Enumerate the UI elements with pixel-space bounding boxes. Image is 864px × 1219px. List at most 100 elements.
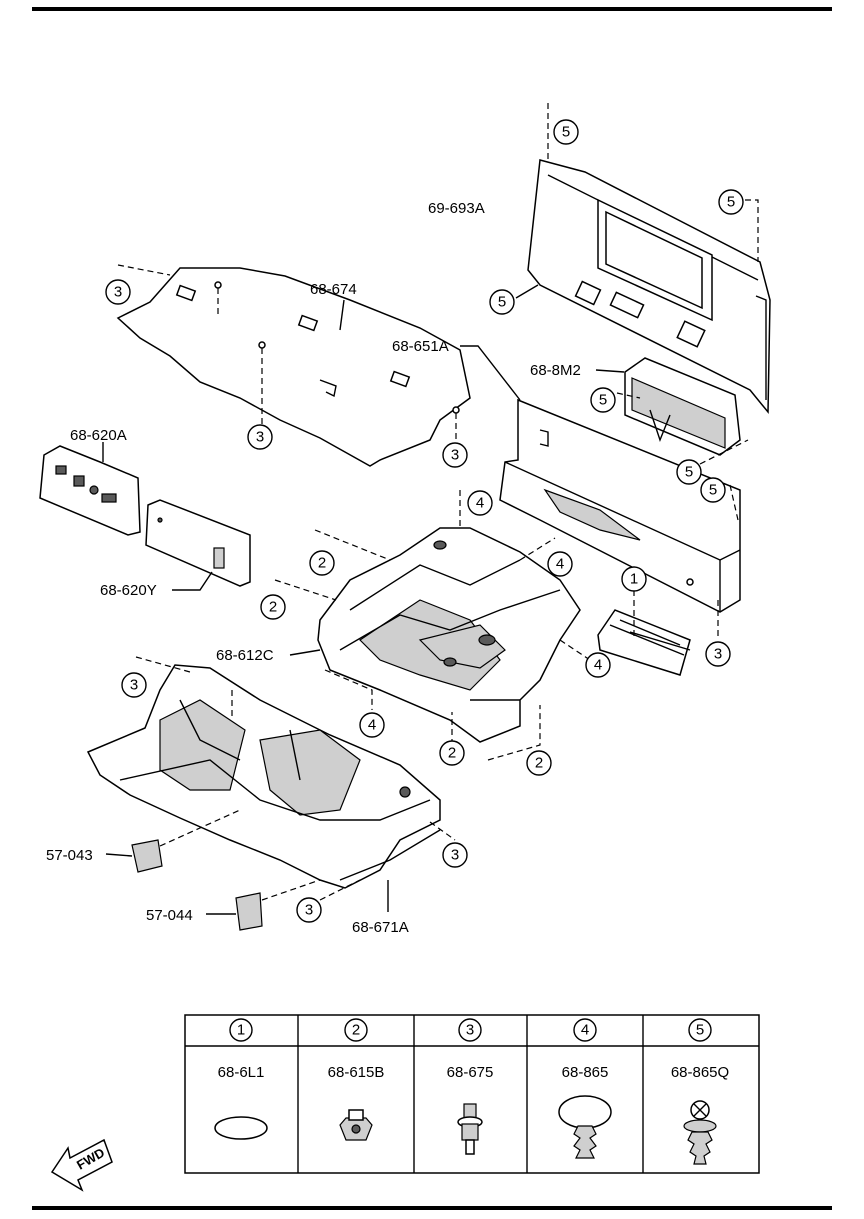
side-trim-panel-y	[145, 499, 251, 587]
legend-number-1: 1	[237, 1022, 245, 1039]
callout-5-box-a: 5	[676, 459, 702, 485]
legend-number-5: 5	[696, 1022, 704, 1039]
screw-clip-icon	[683, 1100, 717, 1165]
label-68-674: 68-674	[310, 281, 357, 298]
plug-icon	[214, 1116, 268, 1140]
bottom-border-rule	[32, 1206, 832, 1210]
callout-5-left: 5	[489, 289, 515, 315]
callout-3-carpet-d: 3	[296, 897, 322, 923]
callout-2-b: 2	[260, 594, 286, 620]
svg-text:2: 2	[448, 745, 456, 762]
leader-68-620Y	[172, 571, 213, 591]
label-68-620A: 68-620A	[70, 427, 127, 444]
leader-3-carpet-d	[319, 879, 361, 901]
callout-2-d: 2	[526, 750, 552, 776]
svg-text:4: 4	[476, 495, 484, 512]
callout-2-a: 2	[309, 550, 335, 576]
leader-4-d	[324, 669, 373, 710]
top-border-rule	[32, 7, 832, 11]
svg-text:3: 3	[256, 429, 264, 446]
legend-col-3: 3 68-675	[447, 1018, 494, 1155]
callout-3-carpet-c: 3	[442, 842, 468, 868]
callout-2-c: 2	[439, 740, 465, 766]
callout-5-top: 5	[553, 119, 579, 145]
storage-tray	[624, 357, 741, 456]
legend-col-5: 5 68-865Q	[671, 1018, 729, 1165]
leader-5-tray-a	[616, 392, 641, 399]
tree-fastener-icon	[558, 1095, 612, 1159]
svg-text:3: 3	[305, 902, 313, 919]
leader-2-a	[314, 529, 391, 561]
callout-5-box-b: 5	[700, 477, 726, 503]
svg-text:3: 3	[114, 284, 122, 301]
svg-text:4: 4	[368, 717, 376, 734]
svg-text:4: 4	[594, 657, 602, 674]
label-68-671A: 68-671A	[352, 919, 409, 936]
rear-floor-box	[499, 398, 741, 613]
callout-3-mat-a: 3	[105, 279, 131, 305]
forward-direction-arrow: FWD	[50, 1138, 113, 1192]
legend-part-2: 68-615B	[328, 1064, 385, 1081]
svg-text:1: 1	[630, 571, 638, 588]
leader-2-d	[487, 705, 541, 761]
svg-text:3: 3	[451, 447, 459, 464]
callout-1: 1	[621, 566, 647, 592]
leader-5-left	[515, 284, 539, 299]
legend-number-3: 3	[466, 1022, 474, 1039]
cargo-mat	[116, 267, 471, 467]
leader-3-carpet-c	[429, 821, 456, 841]
pad-57-044	[235, 892, 263, 931]
label-57-043: 57-043	[46, 847, 93, 864]
leader-5-right	[745, 199, 759, 262]
leader-57-044-dash	[261, 879, 321, 901]
leader-3-mat-a	[117, 264, 171, 276]
svg-text:3: 3	[130, 677, 138, 694]
hole-a1	[55, 465, 67, 475]
rear-trim-panel	[527, 159, 771, 415]
callout-5-right: 5	[718, 189, 744, 215]
legend-number-4: 4	[581, 1022, 589, 1039]
hole-a2	[73, 475, 85, 487]
callout-4-b: 4	[547, 551, 573, 577]
leader-5-tray-b	[699, 439, 749, 465]
leader-57-043	[105, 853, 133, 857]
label-68-8M2: 68-8M2	[530, 362, 581, 379]
leader-5-box	[729, 484, 739, 521]
floor-silencer-strip	[597, 609, 691, 676]
legend-part-4: 68-865	[562, 1064, 609, 1081]
label-68-651A: 68-651A	[392, 338, 449, 355]
svg-text:4: 4	[556, 556, 564, 573]
side-trim-panel-a	[39, 445, 141, 536]
legend-col-1: 1 68-6L1	[214, 1018, 268, 1140]
label-69-693A: 69-693A	[428, 200, 485, 217]
callout-3-mat-c: 3	[247, 424, 273, 450]
legend-col-2: 2 68-615B	[328, 1018, 385, 1141]
legend-part-1: 68-6L1	[218, 1064, 265, 1081]
legend-part-3: 68-675	[447, 1064, 494, 1081]
leader-68-651A	[460, 345, 521, 401]
svg-text:2: 2	[535, 755, 543, 772]
svg-text:3: 3	[451, 847, 459, 864]
leader-2-b	[274, 579, 337, 601]
svg-text:5: 5	[709, 482, 717, 499]
front-floor-carpet	[86, 664, 441, 889]
svg-text:5: 5	[599, 392, 607, 409]
leader-57-043-dash	[159, 809, 241, 847]
leader-68-8M2	[595, 369, 625, 373]
svg-text:2: 2	[269, 599, 277, 616]
callout-5-tray: 5	[590, 387, 616, 413]
hole-a3	[101, 493, 117, 503]
legend-number-2: 2	[352, 1022, 360, 1039]
callout-3-right: 3	[705, 641, 731, 667]
leader-68-674	[339, 299, 345, 331]
legend-col-4: 4 68-865	[558, 1018, 612, 1159]
svg-text:5: 5	[685, 464, 693, 481]
legend-part-5: 68-865Q	[671, 1064, 729, 1081]
leader-4-c	[559, 639, 591, 661]
label-68-612C: 68-612C	[216, 647, 274, 664]
svg-text:5: 5	[562, 124, 570, 141]
svg-text:5: 5	[727, 194, 735, 211]
callout-3-carpet-a: 3	[121, 672, 147, 698]
